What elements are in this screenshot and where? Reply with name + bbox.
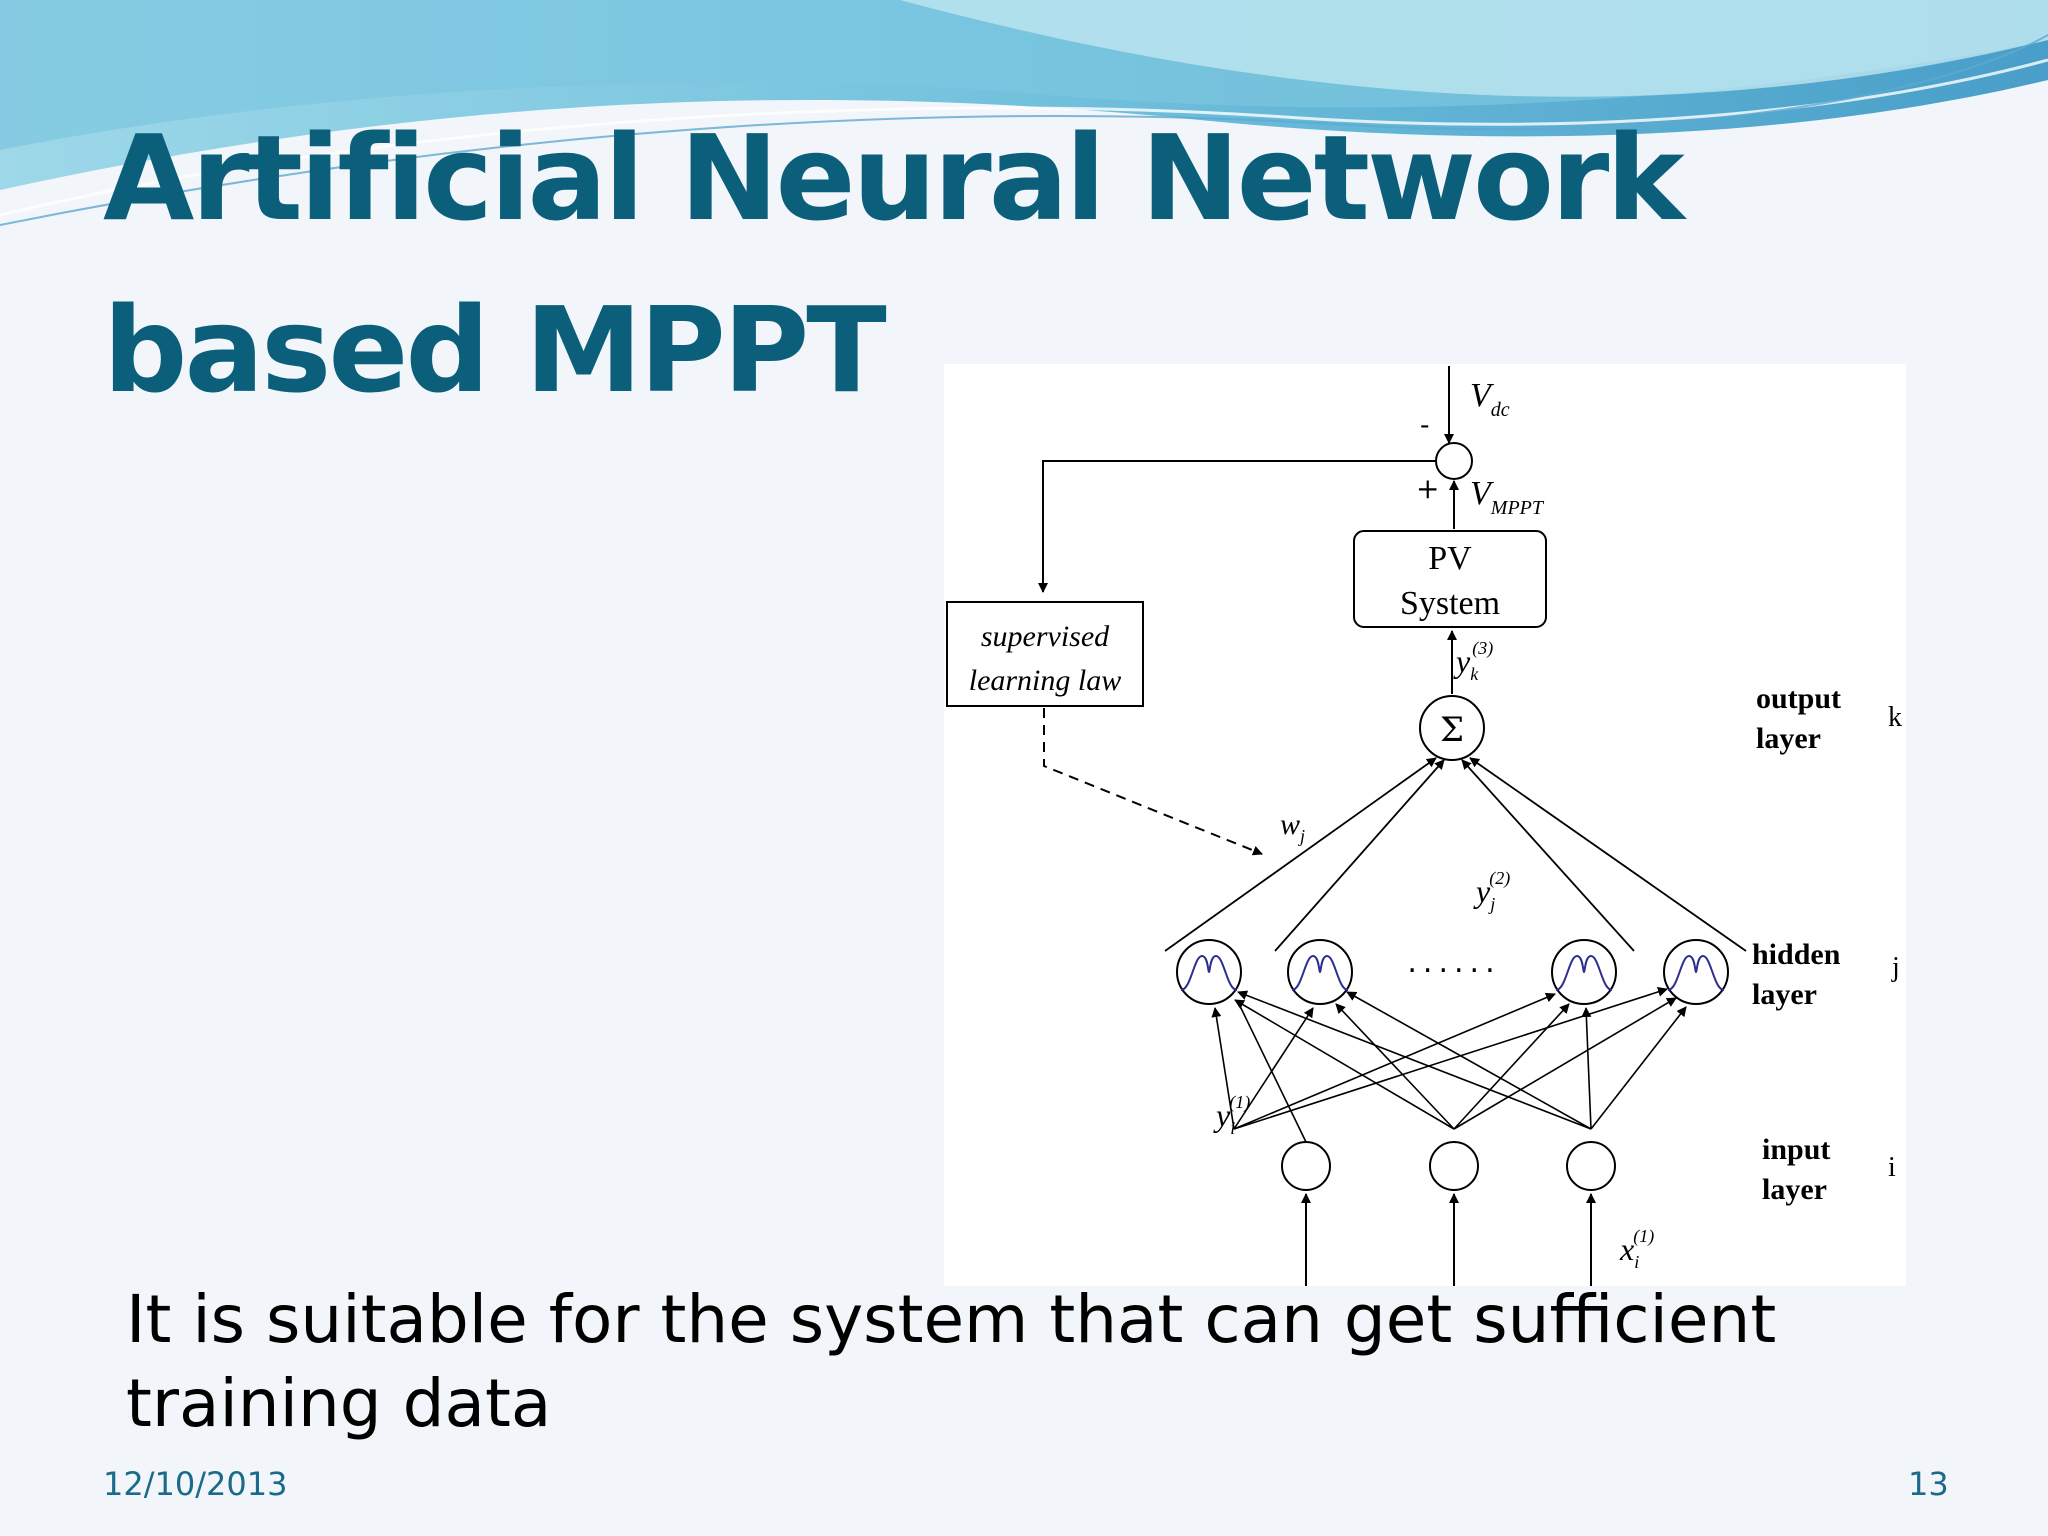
input-layer-label-line1: input — [1762, 1133, 1830, 1166]
ann-diagram-svg: supervised learning law PV System Σ ....… — [944, 364, 1902, 1286]
hidden-neuron-3 — [1551, 939, 1617, 1005]
supervised-label: supervised — [981, 620, 1110, 653]
xi1-label: xi(1) — [1619, 1226, 1654, 1272]
summing-junction — [1435, 442, 1473, 480]
output-layer-label-line1: output — [1756, 682, 1841, 715]
yi1-label: yi(1) — [1213, 1092, 1250, 1138]
input-layer-index: i — [1888, 1152, 1896, 1183]
slide-title-line-2: based MPPT — [103, 281, 887, 419]
sigma-output-node — [1419, 695, 1485, 761]
hidden-ellipsis: ...... — [1407, 945, 1500, 980]
hidden-neuron-4 — [1663, 939, 1729, 1005]
hidden-layer-index: j — [1891, 952, 1900, 983]
header-wave-decoration — [0, 0, 2048, 226]
output-layer-label-line2: layer — [1756, 722, 1821, 755]
hidden-3-to-output — [1461, 759, 1635, 952]
hidden-4-to-output — [1469, 757, 1747, 952]
pv-label: PV — [1428, 540, 1472, 577]
vmppt-label: VMPPT — [1470, 475, 1545, 519]
yj2-label: yj(2) — [1473, 868, 1510, 914]
vdc-label: Vdc — [1470, 377, 1510, 421]
input-layer-label-line2: layer — [1762, 1173, 1827, 1206]
input-neuron-2 — [1429, 1141, 1479, 1191]
hidden-neuron-1 — [1176, 939, 1242, 1005]
input-to-hidden-connections — [1211, 987, 1687, 1130]
yk3-label: yk(3) — [1453, 638, 1493, 684]
footer-date: 12/10/2013 — [103, 1465, 288, 1503]
error-feedback-line — [1038, 460, 1436, 593]
supervised-learning-law-box — [946, 601, 1144, 707]
sigma-symbol: Σ — [1440, 710, 1464, 750]
ann-mppt-diagram: supervised learning law PV System Σ ....… — [944, 364, 1906, 1286]
plus-sign: + — [1416, 472, 1439, 505]
slide-title-line-1: Artificial Neural Network — [103, 109, 1685, 247]
hidden-layer-label-line2: layer — [1752, 978, 1817, 1011]
wj-label: wj — [1280, 808, 1305, 846]
input-neuron-1-to-hidden — [1238, 1003, 1307, 1143]
hidden-layer-label-line1: hidden — [1752, 938, 1841, 971]
hidden-1-to-output-line — [944, 364, 1170, 1286]
system-label: System — [1400, 585, 1500, 622]
learning-law-label: learning law — [969, 664, 1122, 697]
pv-system-box — [1353, 530, 1547, 628]
output-layer-index: k — [1888, 702, 1902, 733]
input-neuron-3 — [1566, 1141, 1616, 1191]
footer-page-number: 13 — [1908, 1465, 1949, 1503]
weight-update-dashed-line — [1043, 708, 1263, 856]
minus-sign: - — [1420, 408, 1429, 441]
hidden-2-to-output — [1274, 759, 1445, 952]
slide-title: Artificial Neural Network based MPPT — [103, 92, 1703, 436]
hidden-neuron-2 — [1287, 939, 1353, 1005]
input-neuron-1 — [1281, 1141, 1331, 1191]
slide-body-text: It is suitable for the system that can g… — [126, 1281, 1777, 1442]
hidden-1-to-output — [1164, 757, 1437, 952]
